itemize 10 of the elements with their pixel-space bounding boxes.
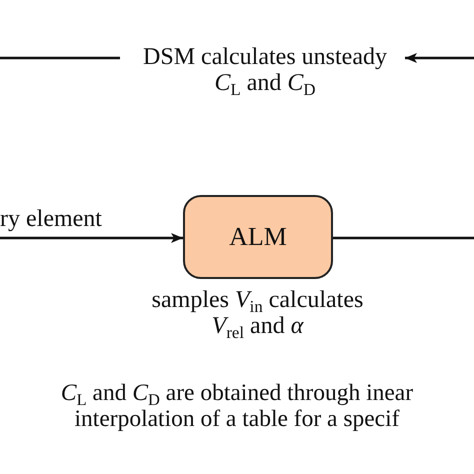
arrow (405, 53, 474, 63)
process-text: DSM calculates unsteady C$_{L}$ and C$_{D}$ (137, 44, 393, 98)
edge-label: ry element (0, 206, 102, 232)
node-label: ALM (229, 222, 287, 252)
caption-text: samples V$_{in}$ calculates V$_{rel}$ and α (150, 287, 364, 339)
process-box (183, 195, 333, 279)
connector-line (0, 56, 120, 60)
note-text: C$_{L}$ and C$_{D}$ are obtained through inear interpolation of a table for a specif (60, 380, 414, 432)
connector-line (333, 236, 474, 240)
arrow (0, 233, 183, 243)
